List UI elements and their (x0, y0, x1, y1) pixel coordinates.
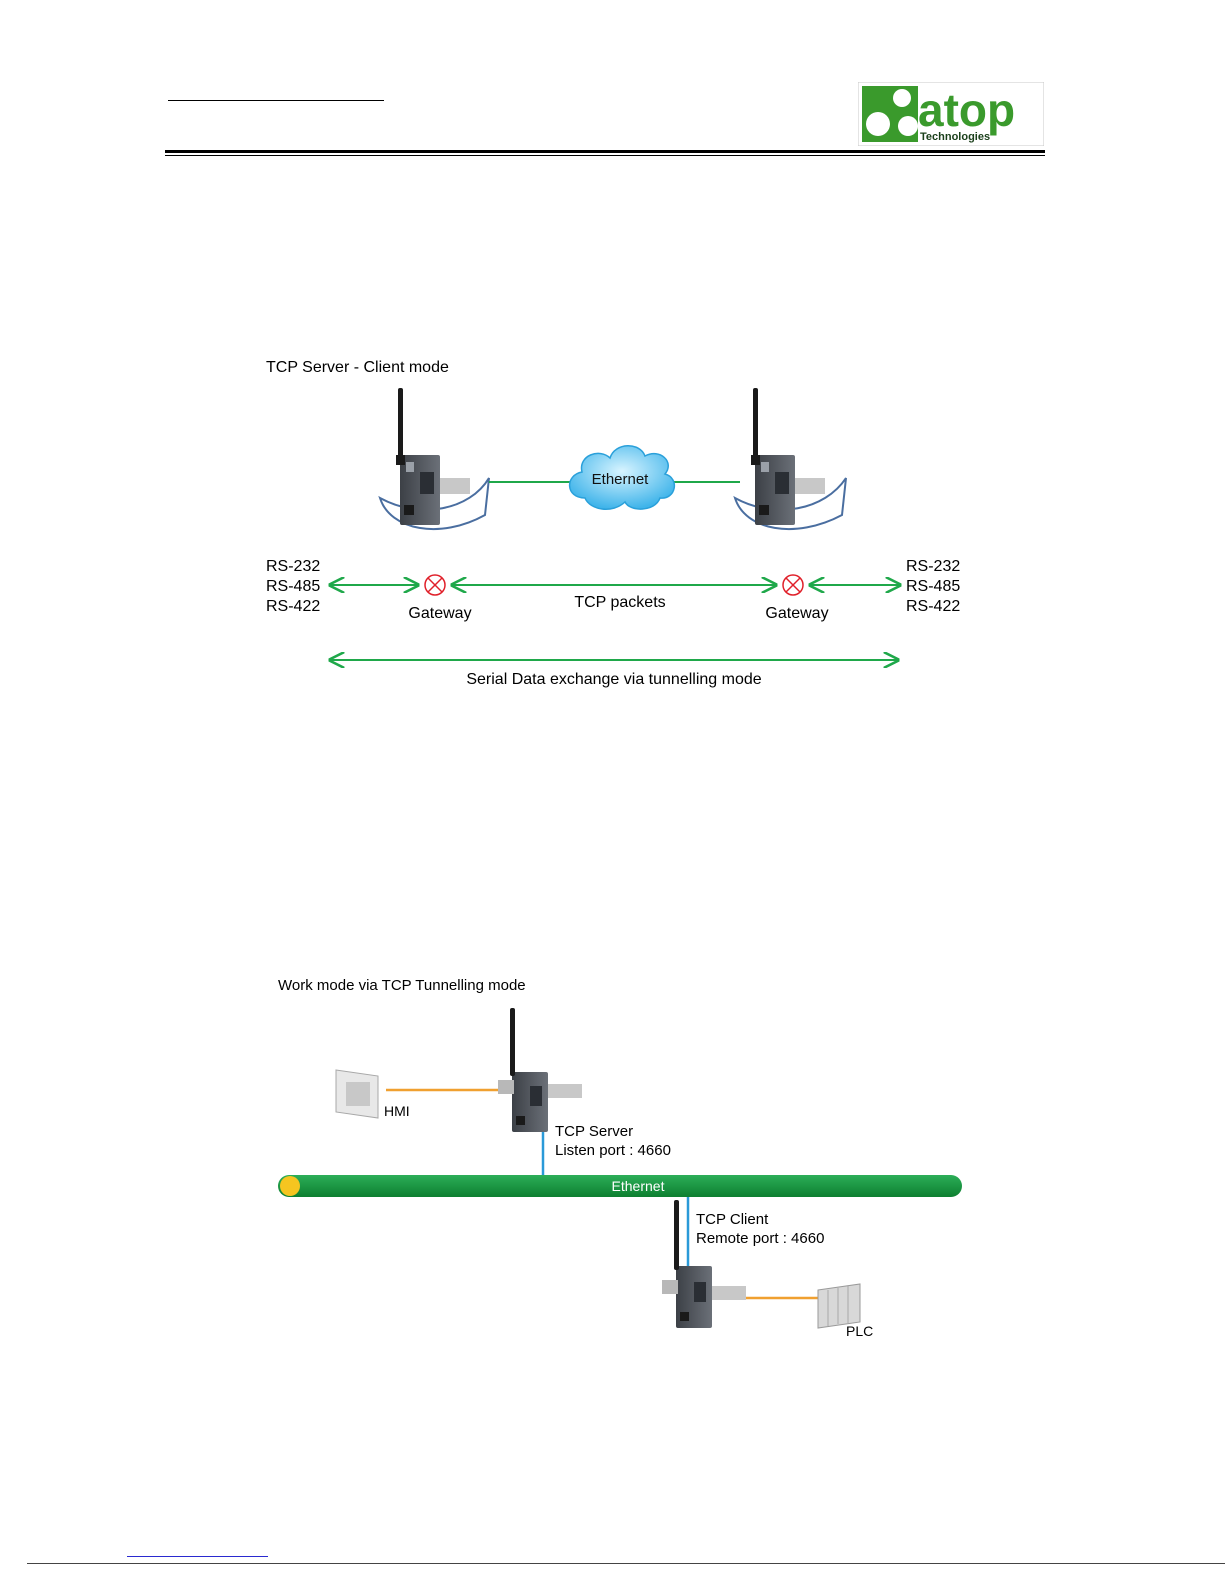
antenna-icon (398, 388, 403, 458)
gateway-device-left (380, 388, 489, 529)
left-port-rs485: RS-485 (266, 578, 320, 595)
right-port-rs485: RS-485 (906, 578, 960, 595)
bus-label: Ethernet (612, 1178, 665, 1194)
gateway-device-right (735, 388, 846, 529)
left-port-rs232: RS-232 (266, 558, 320, 575)
gateway-right-icon (783, 575, 803, 595)
gateway-left-label: Gateway (408, 605, 471, 622)
hmi-device-icon (336, 1070, 378, 1118)
client-label: TCP Client (696, 1211, 769, 1228)
tcp-server-device (498, 1008, 582, 1132)
diagram-tcp-server-client: TCP Server - Client mode (266, 359, 960, 688)
plc-device-icon (818, 1284, 860, 1328)
gateway-right-label: Gateway (765, 605, 828, 622)
server-label: TCP Server (555, 1123, 633, 1140)
hmi-label: HMI (384, 1103, 410, 1119)
bus-endpoint-icon (280, 1176, 300, 1196)
antenna-icon (510, 1008, 515, 1076)
tcp-packets-label: TCP packets (574, 594, 665, 611)
diagram-tcp-tunnelling: Work mode via TCP Tunnelling mode HMI TC… (278, 977, 962, 1339)
gateway-left-icon (425, 575, 445, 595)
diagram1-title: TCP Server - Client mode (266, 359, 449, 376)
exchange-label: Serial Data exchange via tunnelling mode (466, 671, 761, 688)
cloud-label: Ethernet (592, 471, 650, 488)
antenna-icon (753, 388, 758, 458)
diagram2-title: Work mode via TCP Tunnelling mode (278, 977, 526, 994)
footer-rule (27, 1563, 1225, 1564)
client-port-label: Remote port : 4660 (696, 1230, 824, 1247)
antenna-icon (674, 1200, 679, 1270)
plc-label: PLC (846, 1323, 873, 1339)
server-port-label: Listen port : 4660 (555, 1142, 671, 1159)
footer-link-underline (127, 1556, 268, 1557)
right-port-rs422: RS-422 (906, 598, 960, 615)
left-port-rs422: RS-422 (266, 598, 320, 615)
right-port-rs232: RS-232 (906, 558, 960, 575)
